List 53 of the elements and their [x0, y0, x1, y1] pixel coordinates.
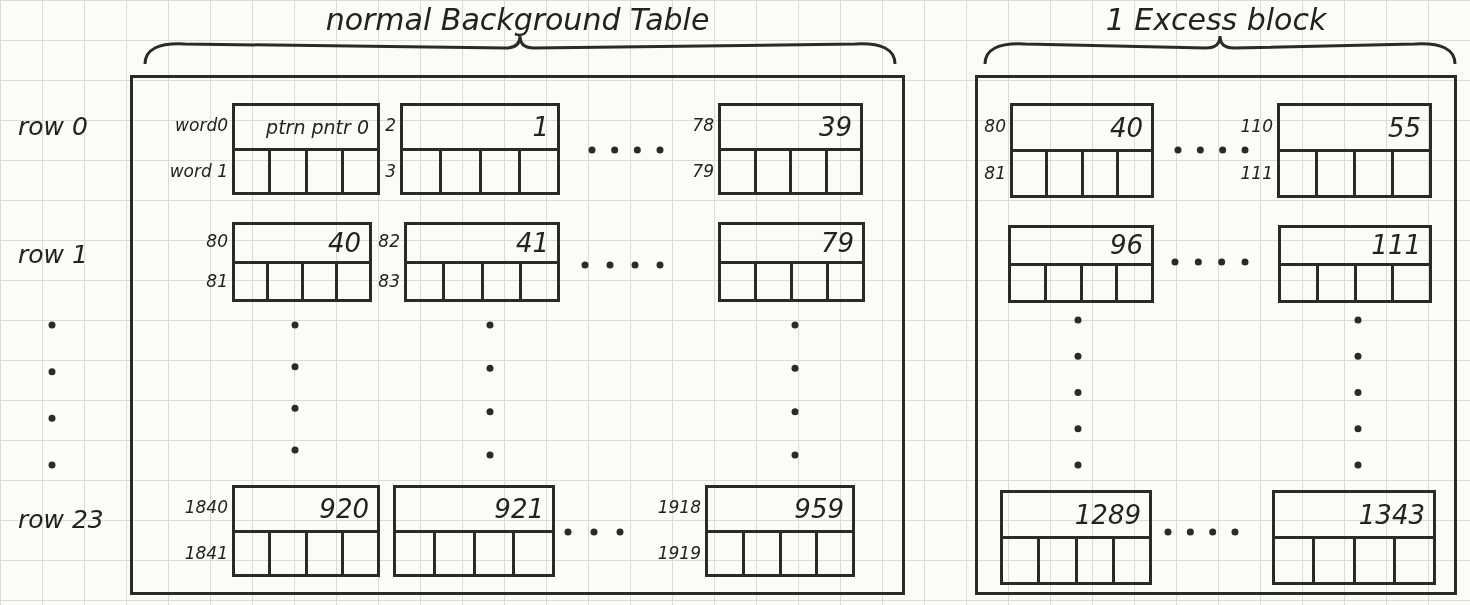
row-label: row 23	[18, 505, 104, 534]
word-address: 110	[1240, 115, 1273, 136]
table-title: 1 Excess block	[1104, 2, 1328, 37]
memory-entry-box	[1008, 225, 1154, 303]
entry-number: 920	[319, 493, 369, 524]
entry-number: 111	[1371, 230, 1421, 261]
row-label: row 1	[18, 240, 88, 269]
entry-number: 1289	[1074, 499, 1141, 530]
word-address: 1918	[657, 497, 701, 517]
entry-number: 40	[327, 227, 361, 258]
memory-entry-box	[705, 485, 855, 577]
word-address: 80	[206, 231, 228, 251]
memory-entry-box	[232, 485, 380, 577]
entry-number: 40	[1109, 112, 1143, 143]
word-address: 1840	[184, 497, 228, 517]
word-address: 2	[385, 115, 396, 135]
entry-number: 1	[532, 111, 549, 142]
memory-entry-box	[718, 103, 863, 195]
word-address: 111	[1240, 163, 1273, 184]
word-address: 81	[984, 163, 1006, 184]
memory-entry-box	[1278, 225, 1432, 303]
memory-entry-box	[1272, 490, 1436, 585]
word-address: 3	[385, 161, 396, 181]
word-address: 83	[378, 271, 400, 291]
memory-entry-box	[393, 485, 555, 577]
entry-number: ptrn pntr 0	[266, 115, 369, 138]
entry-number: 55	[1387, 112, 1421, 143]
entry-number: 41	[515, 227, 549, 258]
memory-entry-box	[232, 222, 372, 302]
table-title: normal Background Table	[324, 2, 711, 37]
memory-entry-box	[232, 103, 380, 195]
entry-number: 96	[1109, 230, 1143, 261]
entry-number: 921	[494, 493, 544, 524]
word-address: word 1	[169, 161, 228, 181]
row-label: row 0	[18, 112, 88, 141]
word-address: 80	[984, 115, 1006, 136]
word-address: word0	[175, 115, 228, 135]
memory-entry-box	[404, 222, 560, 302]
word-address: 79	[692, 161, 714, 181]
entry-number: 959	[794, 493, 844, 524]
memory-entry-box	[400, 103, 560, 195]
word-address: 1919	[657, 543, 701, 563]
memory-entry-box	[1277, 103, 1432, 198]
memory-entry-box	[1010, 103, 1154, 198]
word-address: 81	[206, 271, 228, 291]
entry-number: 79	[820, 227, 854, 258]
entry-number: 1343	[1358, 499, 1425, 530]
entry-number: 39	[818, 111, 852, 142]
memory-entry-box	[718, 222, 865, 302]
word-address: 1841	[184, 543, 228, 563]
memory-entry-box	[1000, 490, 1152, 585]
word-address: 82	[378, 231, 400, 251]
word-address: 78	[692, 115, 714, 135]
